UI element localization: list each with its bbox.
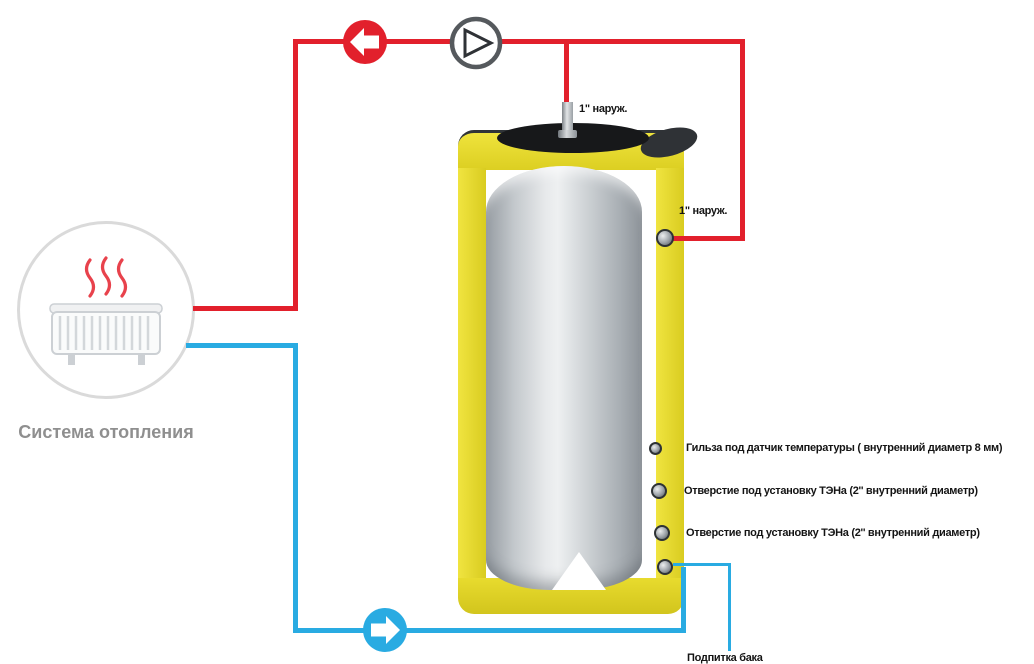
supply-pipe-side-connection bbox=[664, 236, 745, 241]
tank-inner-vessel bbox=[486, 166, 642, 590]
arrow-right-icon bbox=[362, 607, 408, 653]
sensor-sleeve-label: Гильза под датчик температуры ( внутренн… bbox=[686, 442, 1003, 454]
arrow-left-icon bbox=[342, 19, 388, 65]
feed-line-horizontal bbox=[673, 563, 731, 566]
temperature-sensor-sleeve-fitting bbox=[649, 442, 662, 455]
return-pipe-bottom-run bbox=[293, 628, 686, 633]
return-pipe-downcomer bbox=[293, 343, 298, 633]
supply-pipe-top-connection bbox=[564, 39, 569, 105]
top-connection-label: 1" наруж. bbox=[579, 103, 628, 115]
pump-icon bbox=[448, 15, 504, 71]
side-connection-fitting bbox=[656, 229, 674, 247]
tank-insulation-left-wall bbox=[458, 168, 486, 592]
return-pipe-tank-riser bbox=[681, 567, 686, 628]
tank-skirt-notch bbox=[552, 552, 606, 590]
radiator-icon bbox=[38, 246, 174, 382]
return-pipe-radiator-segment bbox=[186, 343, 298, 348]
heating-system-title: Система отопления bbox=[18, 422, 194, 442]
tank-feed-fitting bbox=[657, 559, 673, 575]
supply-pipe-right-drop bbox=[740, 39, 745, 241]
heater-port-fitting-1 bbox=[651, 483, 667, 499]
supply-pipe-radiator-segment bbox=[193, 306, 298, 311]
tank-feed-label: Подпитка бака bbox=[687, 652, 763, 664]
supply-pipe-riser bbox=[293, 39, 298, 311]
supply-pipe-top-run bbox=[293, 39, 745, 44]
tank-top-fitting-collar bbox=[558, 130, 577, 138]
heater-port-fitting-2 bbox=[654, 525, 670, 541]
feed-line-vertical bbox=[728, 563, 731, 651]
tank-top-fitting bbox=[562, 102, 573, 136]
heater-port-label-2: Отверстие под установку ТЭНа (2'' внутре… bbox=[686, 527, 980, 539]
side-connection-label: 1" наруж. bbox=[679, 205, 728, 217]
tank-top-opening bbox=[497, 123, 649, 153]
heater-port-label-1: Отверстие под установку ТЭНа (2'' внутре… bbox=[684, 485, 978, 497]
